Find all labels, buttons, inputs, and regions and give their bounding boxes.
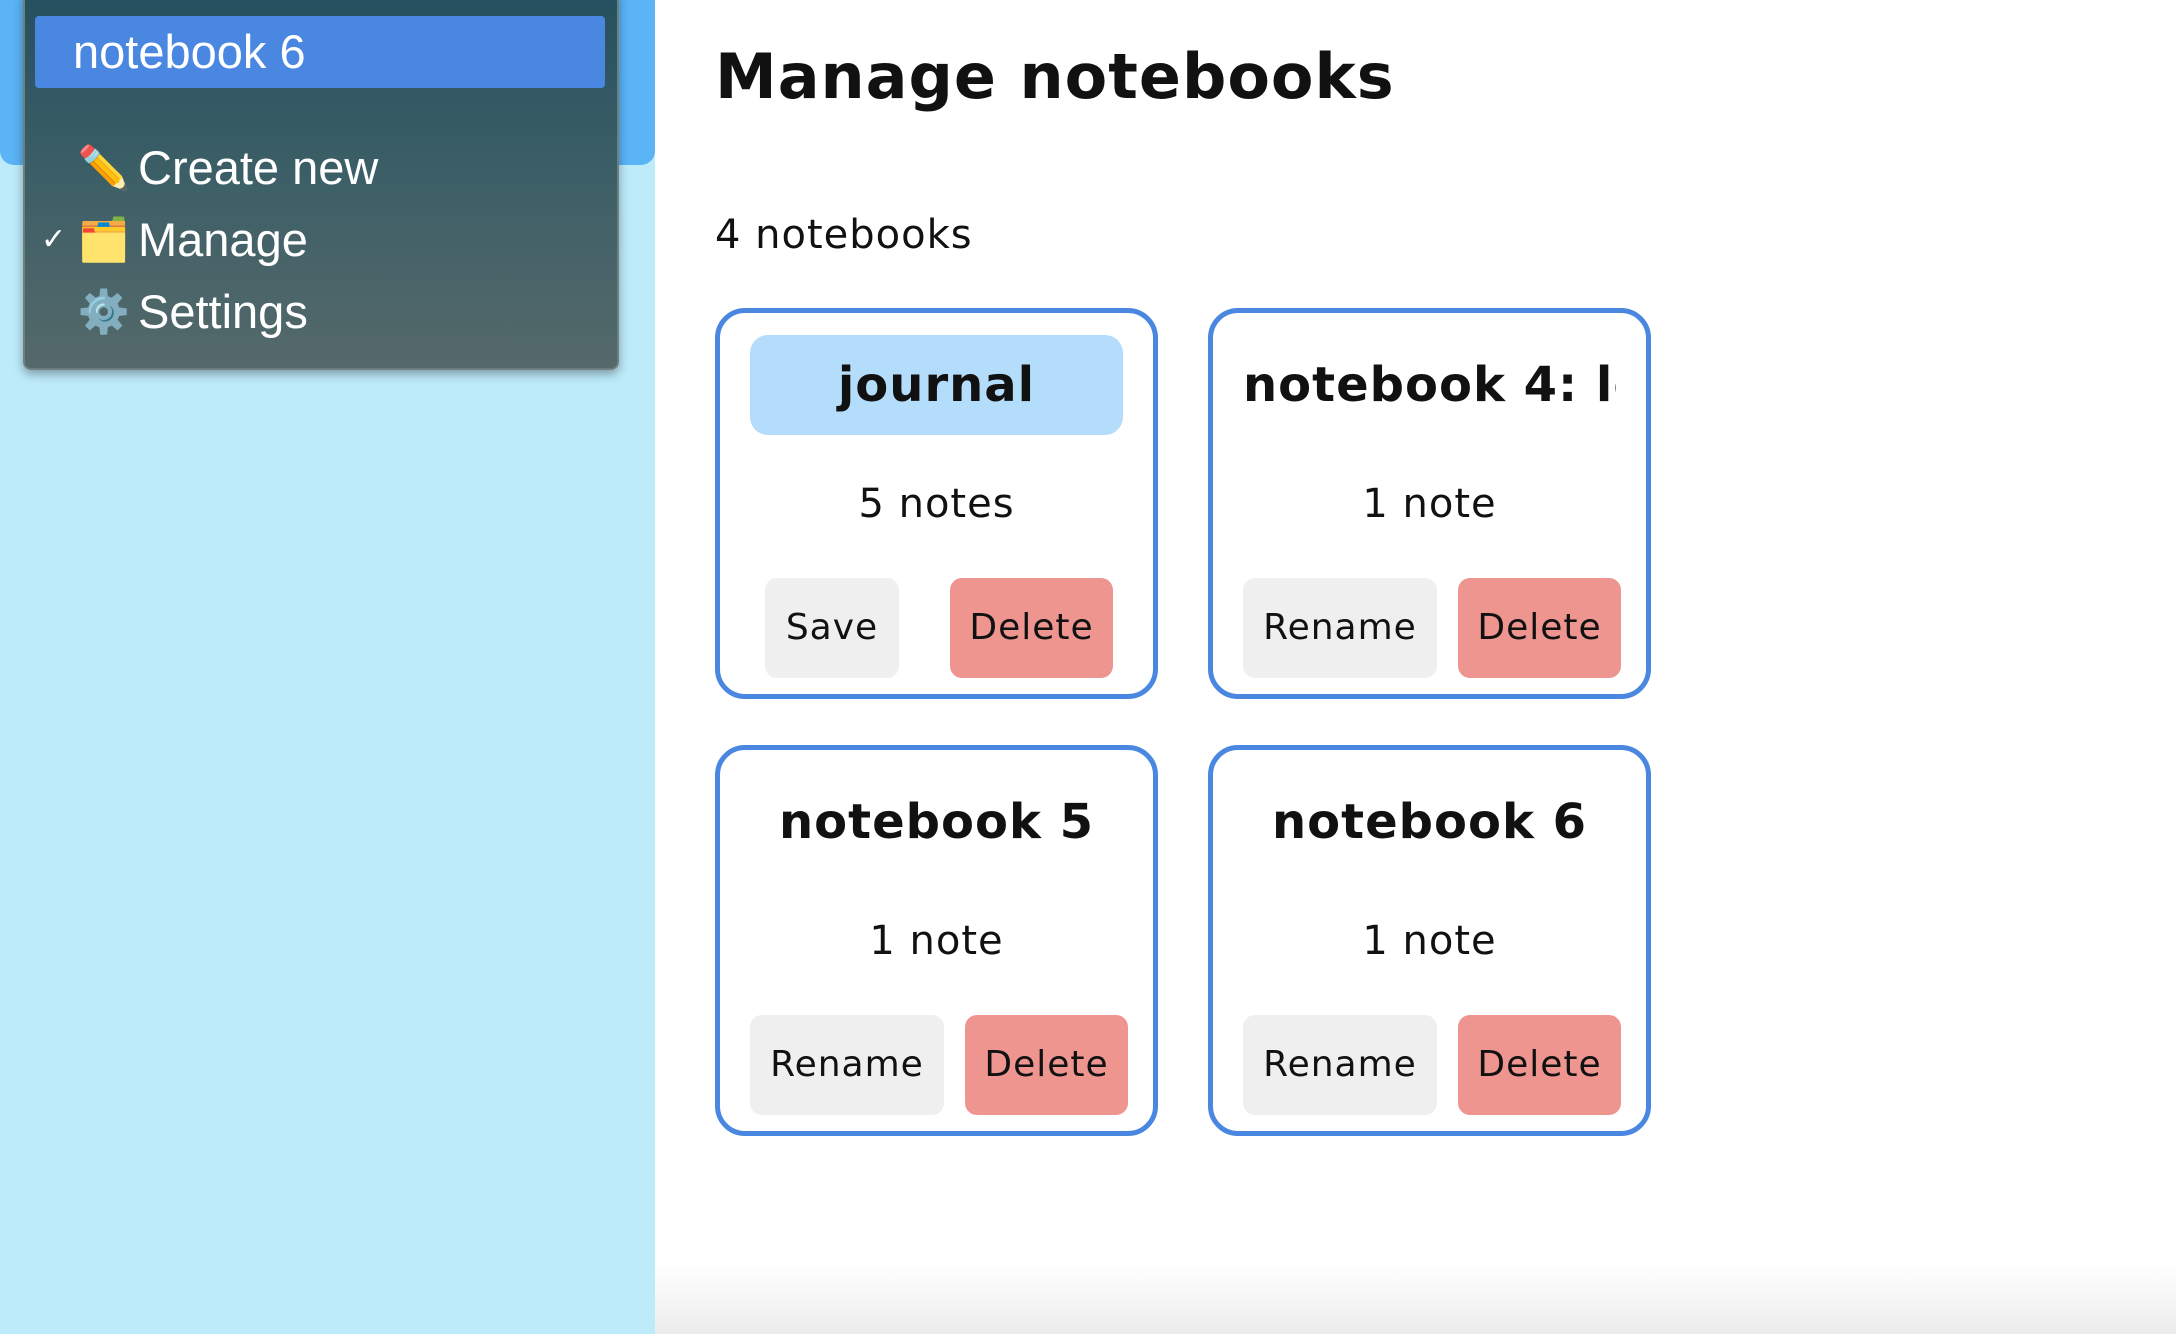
rename-button[interactable]: Rename	[750, 1015, 944, 1115]
notebook-title: notebook 5	[779, 794, 1094, 850]
notebook-card-journal: journal 5 notes Save Delete	[715, 308, 1158, 699]
note-count: 5 notes	[858, 481, 1015, 527]
checkmark-icon: ✓	[41, 223, 67, 256]
menu-item-notebook-5[interactable]: notebook 5	[25, 0, 617, 16]
notebook-card-notebook-4: notebook 4: lor 1 note Rename Delete	[1208, 308, 1651, 699]
delete-button[interactable]: Delete	[965, 1015, 1128, 1115]
note-count: 1 note	[1362, 918, 1497, 964]
notebook-count: 4 notebooks	[715, 212, 973, 258]
card-index-dividers-icon: 🗂️	[77, 216, 131, 263]
notebook-card-notebook-6: notebook 6 1 note Rename Delete	[1208, 745, 1651, 1136]
delete-button[interactable]: Delete	[1458, 578, 1621, 678]
notebook-title: notebook 4: lor	[1243, 357, 1616, 413]
menu-item-notebook-6[interactable]: notebook 6	[35, 16, 605, 88]
rename-button[interactable]: Rename	[1243, 1015, 1437, 1115]
save-button[interactable]: Save	[765, 578, 899, 678]
menu-item-create-new[interactable]: ✏️ Create new	[25, 132, 617, 204]
note-count: 1 note	[1362, 481, 1497, 527]
notebook-card-notebook-5: notebook 5 1 note Rename Delete	[715, 745, 1158, 1136]
menu-item-settings[interactable]: ⚙️ Settings	[25, 276, 617, 348]
menu-item-label: Create new	[138, 141, 379, 194]
gear-icon: ⚙️	[77, 288, 131, 335]
pencil-icon: ✏️	[77, 144, 131, 191]
page-title: Manage notebooks	[715, 40, 1395, 113]
notebook-title-input[interactable]: journal	[750, 335, 1123, 435]
note-count: 1 note	[869, 918, 1004, 964]
notebook-title: notebook 6	[1272, 794, 1587, 850]
rename-button[interactable]: Rename	[1243, 578, 1437, 678]
bottom-shadow	[655, 1264, 2176, 1334]
main-content: Manage notebooks 4 notebooks journal 5 n…	[655, 0, 2176, 1334]
delete-button[interactable]: Delete	[950, 578, 1113, 678]
menu-item-label: Manage	[138, 213, 308, 266]
notebook-dropdown-menu: notebook 5 notebook 6 ✏️ Create new ✓ 🗂️…	[23, 0, 619, 370]
menu-item-label: notebook 6	[73, 25, 306, 78]
menu-item-manage[interactable]: ✓ 🗂️ Manage	[25, 204, 617, 276]
delete-button[interactable]: Delete	[1458, 1015, 1621, 1115]
menu-item-label: notebook 5	[73, 0, 306, 16]
menu-item-label: Settings	[138, 285, 308, 338]
sidebar: notebook 5 notebook 6 ✏️ Create new ✓ 🗂️…	[0, 0, 655, 1334]
